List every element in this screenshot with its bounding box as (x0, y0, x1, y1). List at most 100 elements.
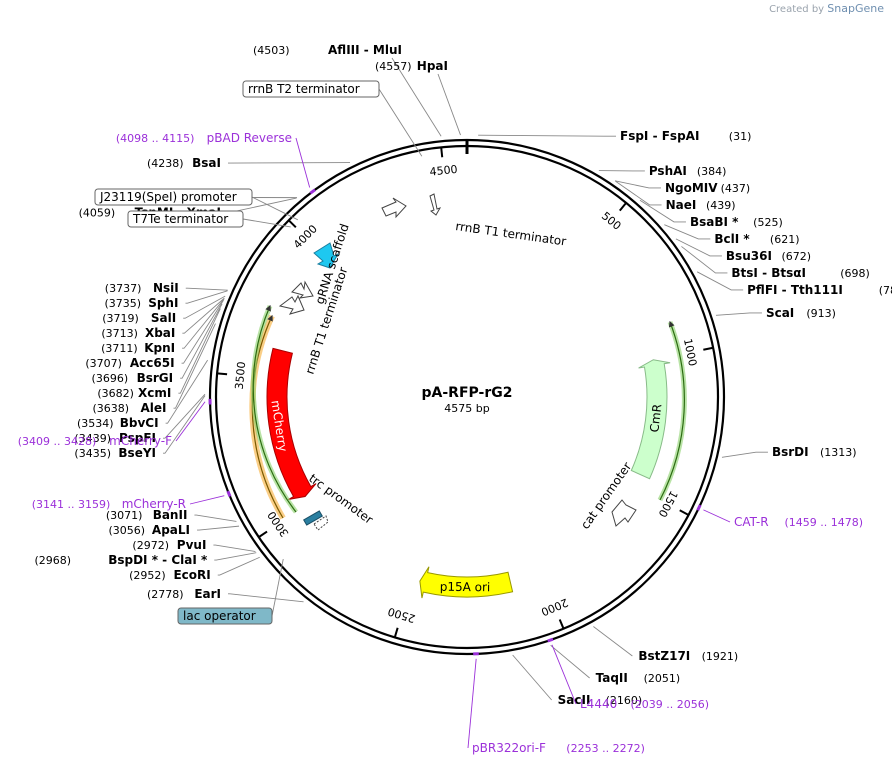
primer-pbad[interactable]: pBAD Reverse (207, 131, 292, 145)
site-banii-pos: (3071) (106, 509, 143, 522)
site-banii[interactable]: BanII (153, 508, 188, 522)
site-bcli-leader (664, 224, 711, 240)
feature-cmr[interactable] (630, 359, 671, 480)
primer-pbad-range: (4098 .. 4115) (116, 132, 195, 145)
site-xcmi[interactable]: XcmI (138, 386, 171, 400)
tick-label: 3500 (233, 361, 249, 390)
site-bstz-pos: (1921) (702, 650, 739, 663)
site-fspi-leader (478, 134, 616, 137)
site-afliii-pos: (4503) (253, 44, 290, 57)
site-kpni-leader (182, 298, 225, 349)
site-psha[interactable]: PshAI (649, 164, 687, 178)
tick-mark (619, 202, 627, 212)
site-apali-pos: (3056) (108, 524, 145, 537)
site-sali-pos: (3719) (102, 312, 139, 325)
site-acc65i-leader (181, 299, 224, 364)
site-xbai[interactable]: XbaI (145, 326, 175, 340)
site-sphi[interactable]: SphI (148, 296, 178, 310)
primers-layer: CAT-R(1459 .. 1478)L4440(2039 .. 2056)pB… (18, 131, 863, 755)
site-bsrgi[interactable]: BsrGI (137, 371, 174, 385)
site-bbvci[interactable]: BbvCI (120, 416, 159, 430)
tick-label: 1000 (681, 337, 699, 367)
site-bspdi-pos: (2968) (34, 554, 71, 567)
feature-p15a[interactable] (419, 566, 514, 599)
box-t7te[interactable] (127, 210, 244, 228)
tick-mark (217, 372, 228, 376)
site-bsu36-pos: (672) (782, 250, 812, 263)
site-nsii[interactable]: NsiI (153, 281, 179, 295)
site-ngomiv-pos: (437) (721, 182, 751, 195)
primer-catr-range: (1459 .. 1478) (785, 516, 864, 529)
site-afliii[interactable]: AflIII - MluI (328, 43, 402, 57)
tick-mark (558, 619, 565, 630)
site-eari[interactable]: EarI (194, 587, 221, 601)
site-bspdi[interactable]: BspDI * - ClaI * (108, 553, 208, 567)
site-ngomiv[interactable]: NgoMIV (665, 181, 718, 195)
box-j231-leader (251, 196, 299, 221)
site-taqii[interactable]: TaqII (596, 671, 628, 685)
box-rrnbt2-label: rrnB T2 terminator (248, 82, 360, 96)
site-scai[interactable]: ScaI (766, 306, 794, 320)
site-xcmi-leader (178, 308, 221, 394)
site-hpai-pos: (4557) (375, 60, 412, 73)
site-scai-leader (715, 312, 762, 316)
primer-mchf[interactable]: mCherry-F (109, 434, 172, 448)
box-lacop-label: lac operator (183, 609, 256, 623)
rrnb-t1-top-label: rrnB T1 terminator (455, 219, 568, 248)
orange-feature-arrow (251, 314, 284, 519)
site-ecori[interactable]: EcoRI (173, 568, 210, 582)
site-pspfi[interactable]: PspFI (119, 431, 156, 445)
rrnb-t1-left-arrow-2 (278, 294, 305, 315)
site-bsrdi-leader (721, 451, 768, 458)
site-xbai-leader (182, 297, 225, 334)
primer-catr[interactable]: CAT-R (734, 515, 769, 529)
primer-l4440[interactable]: L4440 (580, 697, 617, 711)
site-sali[interactable]: SalI (151, 311, 176, 325)
site-bstz[interactable]: BstZ17I (638, 649, 690, 663)
site-fspi[interactable]: FspI - FspAI (620, 129, 699, 143)
site-nsii-leader (185, 287, 228, 291)
site-nsii-pos: (3737) (105, 282, 142, 295)
site-ngomiv-leader (614, 180, 661, 189)
rrnb-t1-top-arrow (381, 197, 407, 219)
box-rrnbt2[interactable] (242, 80, 380, 98)
site-nae[interactable]: NaeI (666, 198, 697, 212)
site-hpai[interactable]: HpaI (417, 59, 448, 73)
box-lacop[interactable] (177, 607, 273, 625)
site-eari-pos: (2778) (147, 588, 184, 601)
site-apali-leader (197, 525, 240, 531)
primer-catr-mark (696, 504, 702, 511)
primer-mchf-range: (3409 .. 3428) (18, 435, 97, 448)
primer-mchr-range: (3141 .. 3159) (32, 498, 111, 511)
site-pfifi[interactable]: PflFI - Tth111I (747, 283, 843, 297)
tick-mark (440, 147, 444, 158)
site-nae-leader (615, 180, 662, 206)
site-apali[interactable]: ApaLI (152, 523, 190, 537)
plasmid-size: 4575 bp (444, 402, 489, 415)
tick-label: 4500 (429, 163, 458, 179)
box-j231[interactable] (94, 188, 253, 206)
site-alei[interactable]: AleI (140, 401, 166, 415)
site-bcli[interactable]: BclI * (714, 232, 750, 246)
site-pvui[interactable]: PvuI (177, 538, 207, 552)
site-pspfi-pos: (3439) (74, 432, 111, 445)
box-t7te-label: T7Te terminator (132, 212, 228, 226)
site-bsrdi[interactable]: BsrDI (772, 445, 809, 459)
site-bsabi[interactable]: BsaBI * (690, 215, 739, 229)
site-pfifi-leader (696, 271, 744, 291)
primer-mchr[interactable]: mCherry-R (122, 497, 186, 511)
feature-mcherry[interactable] (266, 347, 317, 501)
site-scai-pos: (913) (806, 307, 836, 320)
site-bsu36[interactable]: Bsu36I (726, 249, 772, 263)
site-bsai[interactable]: BsaI (192, 156, 221, 170)
site-bseyi[interactable]: BseYI (118, 446, 156, 460)
site-kpni[interactable]: KpnI (144, 341, 175, 355)
site-taqii-leader (550, 644, 590, 679)
site-pvui-leader (213, 544, 256, 552)
tick-mark (703, 346, 714, 351)
site-acc65i[interactable]: Acc65I (130, 356, 175, 370)
primer-pbr[interactable]: pBR322ori-F (472, 741, 546, 755)
site-btsi[interactable]: BtsI - BtsαI (731, 266, 806, 280)
trc-promoter-mark (313, 515, 329, 531)
